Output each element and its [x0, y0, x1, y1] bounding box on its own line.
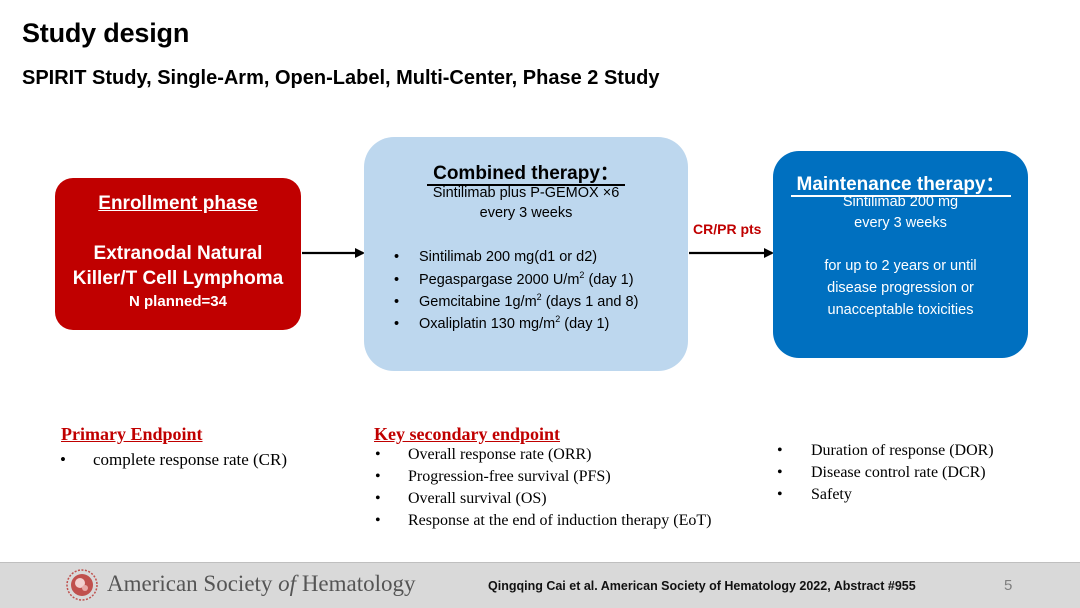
combined-line-1: Sintilimab plus P-GEMOX ×6	[432, 185, 620, 201]
primary-endpoint-heading: Primary Endpoint	[61, 424, 203, 444]
combined-line-2: every 3 weeks	[479, 205, 573, 221]
slide-footer: American Society of Hematology Qingqing …	[0, 562, 1080, 608]
endpoint-item: •Response at the end of induction therap…	[375, 512, 712, 529]
endpoint-item: •Duration of response (DOR)	[777, 442, 994, 459]
drug-item: •Pegaspargase 2000 U/m2 (day 1)	[394, 270, 634, 288]
endpoint-item: •Overall response rate (ORR)	[375, 446, 592, 463]
slide-subtitle: SPIRIT Study, Single-Arm, Open-Label, Mu…	[22, 67, 660, 89]
endpoint-item: •Overall survival (OS)	[375, 490, 547, 507]
combined-therapy-box: Combined therapy： Sintilimab plus P-GEMO…	[364, 137, 688, 371]
maintenance-line-1: Sintilimab 200 mg	[842, 194, 959, 210]
drug-item: •Sintilimab 200 mg(d1 or d2)	[394, 249, 598, 265]
maintenance-heading: Maintenance therapy：	[773, 169, 1028, 197]
endpoint-item: •Progression-free survival (PFS)	[375, 468, 611, 485]
maintenance-therapy-box: Maintenance therapy： Sintilimab 200 mg e…	[773, 151, 1028, 358]
enrollment-line-2: Killer/T Cell Lymphoma	[72, 268, 284, 289]
arrow-label-cr-pr: CR/PR pts	[693, 221, 762, 237]
maintenance-line-5: unacceptable toxicities	[827, 302, 974, 318]
endpoint-item: •complete response rate (CR)	[60, 450, 288, 469]
drug-item: •Oxaliplatin 130 mg/m2 (day 1)	[394, 314, 610, 332]
maintenance-line-3: for up to 2 years or until	[824, 258, 977, 274]
enrollment-line-1: Extranodal Natural	[93, 243, 263, 264]
endpoint-item: •Safety	[777, 486, 852, 503]
slide-title: Study design	[22, 18, 190, 48]
ash-organization-name: American Society of Hematology	[107, 571, 416, 596]
drug-item: •Gemcitabine 1g/m2 (days 1 and 8)	[394, 292, 639, 310]
maintenance-line-4: disease progression or	[827, 280, 974, 296]
enrollment-heading: Enrollment phase	[98, 193, 258, 214]
ash-logo-icon	[66, 569, 98, 601]
page-number: 5	[1004, 577, 1013, 594]
citation: Qingqing Cai et al. American Society of …	[488, 579, 916, 593]
combined-heading: Combined therapy：	[364, 158, 688, 186]
secondary-endpoint-heading: Key secondary endpoint	[374, 424, 561, 444]
endpoint-item: •Disease control rate (DCR)	[777, 464, 986, 481]
enrollment-n-planned: N planned=34	[129, 293, 227, 310]
enrollment-phase-box: Enrollment phase Extranodal Natural Kill…	[55, 178, 301, 330]
maintenance-line-2: every 3 weeks	[854, 215, 947, 231]
